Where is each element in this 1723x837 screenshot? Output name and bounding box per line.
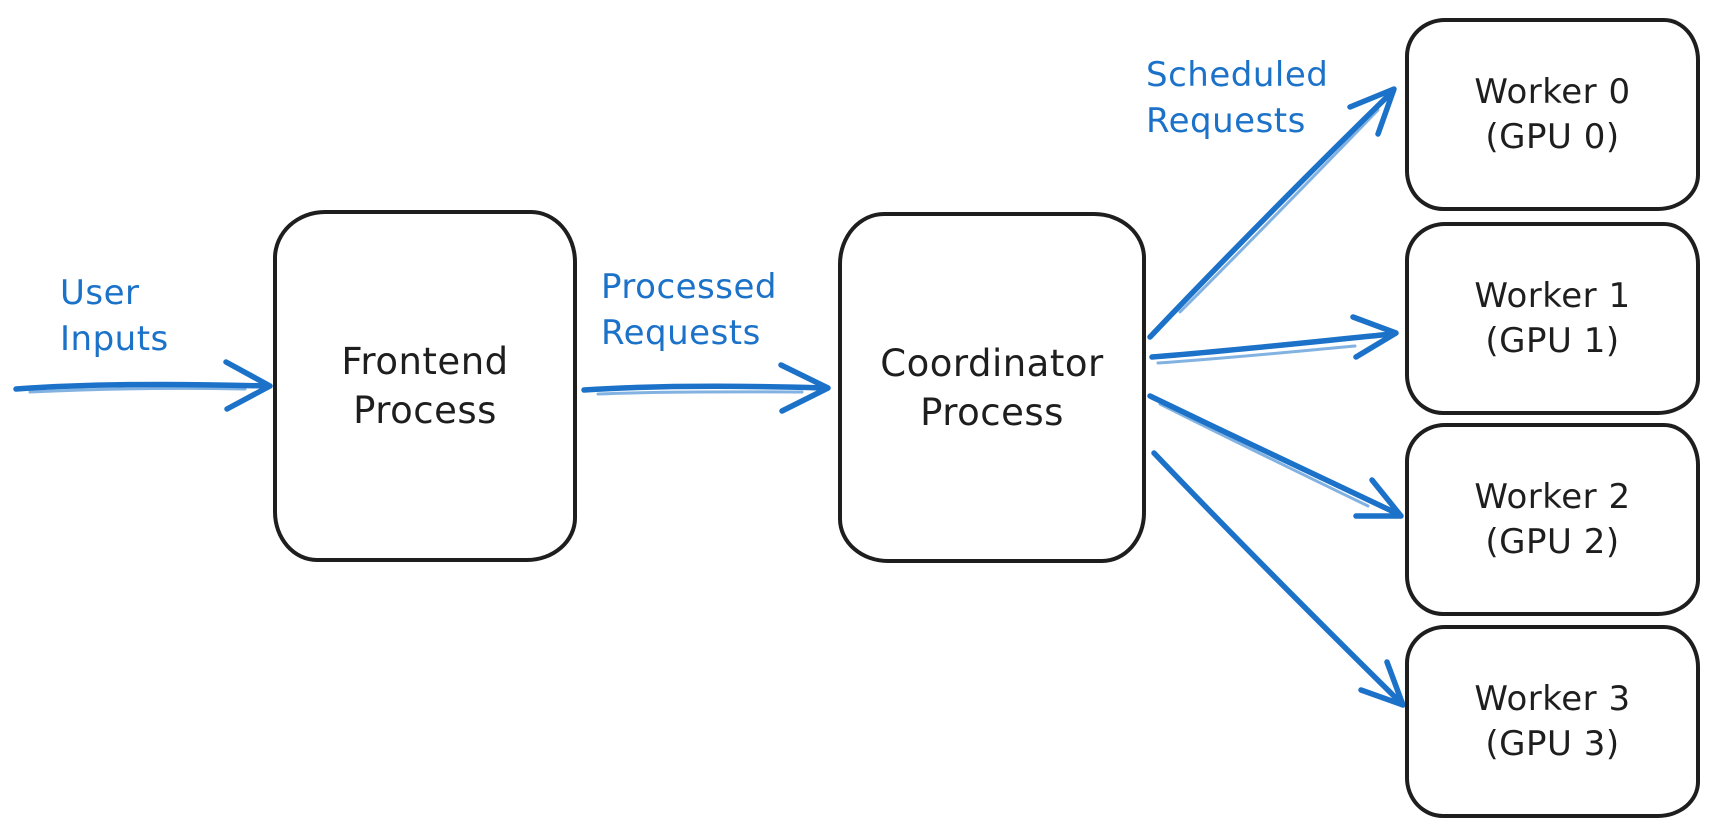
worker-1-name: Worker 1: [1474, 275, 1631, 316]
scheduled-requests-label-line2: Requests: [1146, 101, 1306, 141]
coordinator-process-label-line2: Process: [920, 390, 1064, 434]
worker-0-name: Worker 0: [1474, 71, 1631, 112]
worker-1-node: Worker 1 (GPU 1): [1405, 222, 1700, 415]
worker-3-node: Worker 3 (GPU 3): [1405, 625, 1700, 818]
worker-2-name: Worker 2: [1474, 476, 1631, 517]
user-inputs-label-line2: Inputs: [60, 319, 169, 359]
coordinator-process-node: Coordinator Process: [838, 212, 1146, 563]
processed-requests-label-line2: Requests: [601, 313, 761, 353]
processed-requests-label-line1: Processed: [601, 267, 777, 307]
frontend-process-label-line2: Process: [353, 389, 497, 432]
scheduled-arrow-worker-2: [1147, 393, 1404, 519]
processed-requests-label: Processed Requests: [601, 264, 777, 356]
worker-0-node: Worker 0 (GPU 0): [1405, 18, 1700, 211]
user-inputs-arrow: [13, 359, 273, 412]
worker-2-node: Worker 2 (GPU 2): [1405, 423, 1700, 616]
scheduled-arrow-worker-3: [1151, 450, 1406, 708]
user-inputs-label-line1: User: [60, 273, 140, 313]
coordinator-process-label-line1: Coordinator: [880, 341, 1104, 385]
worker-0-gpu: (GPU 0): [1485, 116, 1620, 157]
worker-3-name: Worker 3: [1474, 678, 1631, 719]
scheduled-requests-label-line1: Scheduled: [1146, 55, 1329, 95]
user-inputs-label: User Inputs: [60, 270, 169, 362]
frontend-process-node: Frontend Process: [273, 210, 577, 562]
worker-2-gpu: (GPU 2): [1485, 521, 1620, 562]
frontend-process-label-line1: Frontend: [341, 340, 509, 383]
scheduled-arrow-worker-0: [1147, 86, 1397, 340]
scheduled-arrow-worker-1: [1149, 314, 1399, 365]
worker-3-gpu: (GPU 3): [1485, 723, 1620, 764]
processed-requests-arrow: [581, 362, 831, 414]
worker-1-gpu: (GPU 1): [1485, 320, 1620, 361]
scheduled-requests-label: Scheduled Requests: [1146, 52, 1328, 144]
